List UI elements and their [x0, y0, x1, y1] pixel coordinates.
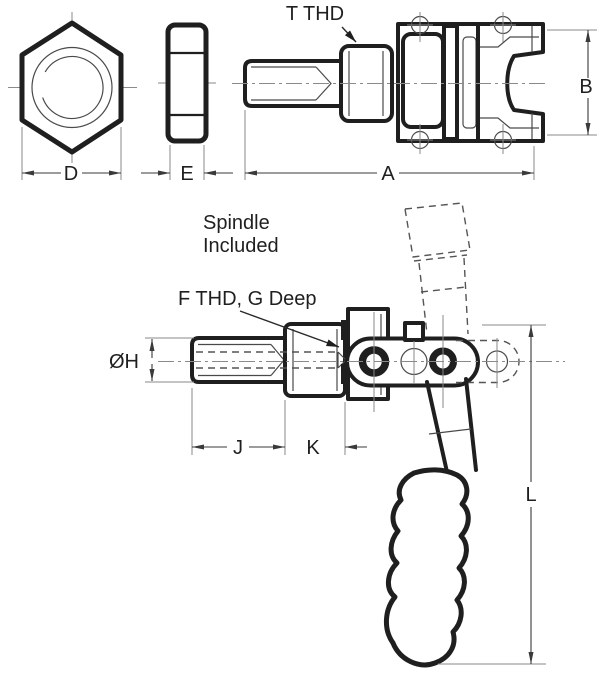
handle-ferrule-line: [428, 428, 472, 435]
note-line2: Included: [203, 235, 279, 257]
note-line1: Spindle: [203, 212, 270, 234]
clamp-body-top-view: [232, 12, 548, 154]
dimension-e: E: [141, 145, 233, 185]
fork-arm-flange-top: [480, 36, 539, 48]
dimension-l: L: [438, 324, 546, 665]
dim-label-a: A: [381, 163, 395, 185]
spindle-side-view: [190, 322, 347, 398]
dim-label-d: D: [64, 163, 78, 185]
spindle-top-view: [243, 44, 394, 123]
leader-arrow: [341, 26, 357, 43]
thread-circle: [40, 55, 104, 120]
dim-label-k: K: [306, 437, 320, 459]
hex-nut-front-view: [8, 12, 137, 163]
dimension-k: K: [306, 402, 367, 459]
dim-label-h: ØH: [109, 351, 139, 373]
phantom-ferrule: [413, 254, 468, 262]
bracket-tab: [341, 320, 348, 340]
handle-grip: [384, 467, 471, 668]
callout-f-label: F THD, G Deep: [178, 288, 317, 310]
nut-body: [165, 22, 209, 144]
callout-f-thd: F THD, G Deep: [178, 288, 340, 348]
dimension-h: ØH: [109, 337, 194, 383]
leader-arrow: [239, 310, 340, 348]
callout-t-thd: T THD: [286, 3, 357, 43]
dim-label-j: J: [233, 437, 243, 459]
phantom-arm-rung: [420, 286, 467, 293]
dim-label-b: B: [579, 76, 592, 98]
bracket-tab: [341, 364, 348, 384]
handle-arm-edge: [425, 380, 449, 474]
callout-t-label: T THD: [286, 3, 344, 25]
link-lug: [403, 321, 425, 342]
fork-arm-flange-bottom: [480, 117, 539, 129]
mounting-holes: [407, 12, 516, 154]
cross-bar: [442, 24, 459, 141]
spindle-included-note: Spindle Included: [203, 212, 279, 257]
hex-outline: [19, 20, 124, 155]
hex-nut-side-view: [158, 22, 216, 144]
collar-boss: [283, 322, 347, 398]
dimension-j: J: [191, 388, 286, 459]
phantom-handle-up: [404, 202, 471, 335]
chamfer-circle: [31, 46, 113, 129]
handle-arm-edge: [464, 377, 478, 472]
dimension-b: B: [547, 29, 597, 136]
dim-label-e: E: [180, 163, 193, 185]
dimension-a: A: [244, 110, 535, 185]
thread-runout: [315, 66, 332, 101]
clamp-assembly-side-view: [158, 202, 565, 668]
dimension-d: D: [21, 127, 122, 185]
clamp-body-outline: [396, 22, 545, 143]
threaded-rod: [190, 336, 287, 384]
phantom-grip: [404, 202, 471, 258]
dim-label-l: L: [525, 484, 536, 506]
phantom-arm-edge: [463, 257, 469, 335]
